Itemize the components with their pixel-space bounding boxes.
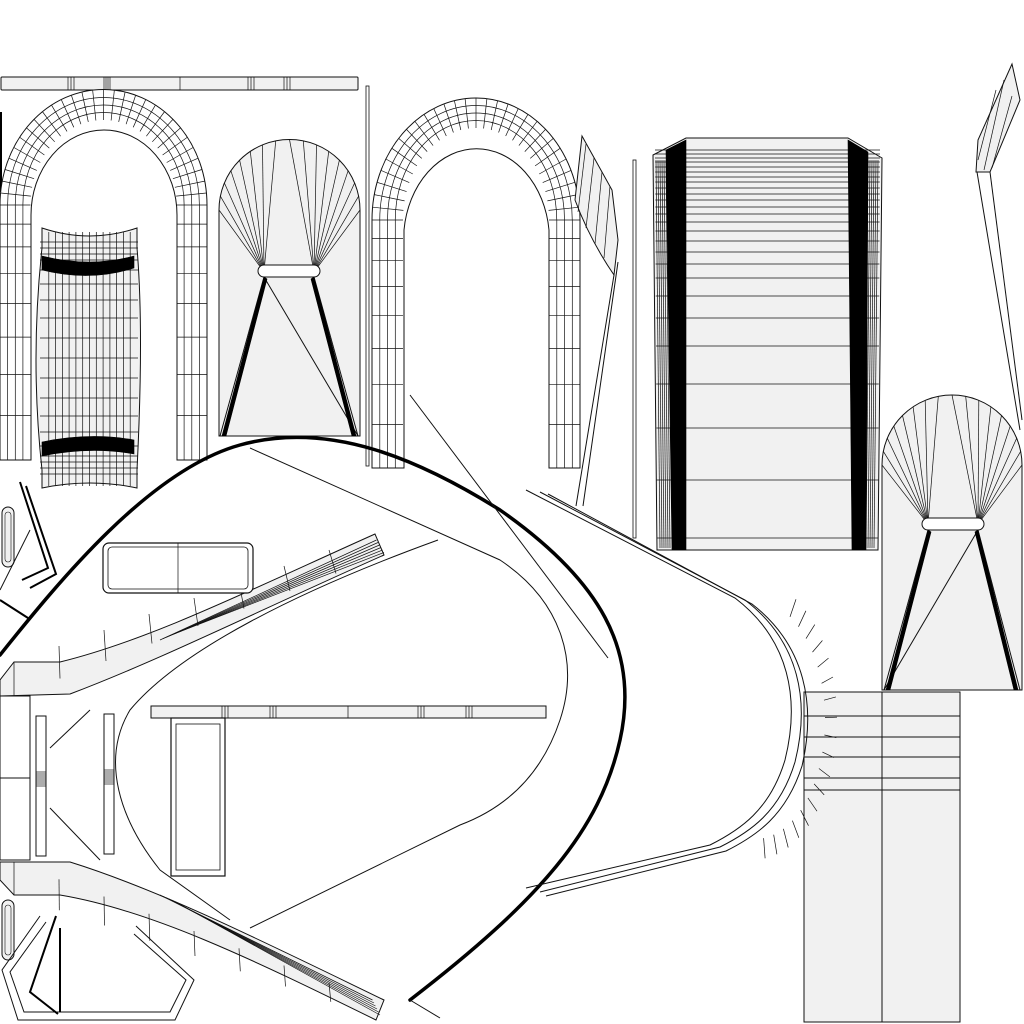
large-loop-shape [0, 394, 627, 1019]
small-capsules [1, 506, 15, 961]
middle-thin-bar [632, 159, 637, 539]
mid-horizontal-strip [150, 705, 547, 719]
right-blade [975, 62, 1023, 431]
left-arch [0, 89, 208, 461]
right-fan-panel [881, 394, 1023, 691]
left-bracket [0, 695, 115, 861]
left-pillow-grid [35, 227, 141, 489]
bottom-left-hexagon [1, 915, 195, 1021]
bottom-right-panel [803, 691, 961, 1023]
long-curved-rail [525, 489, 838, 897]
curved-strip-upper [0, 533, 385, 697]
top-strip-left [0, 76, 359, 91]
middle-arch [371, 97, 581, 469]
right-tapered-panel [652, 137, 883, 551]
middle-blade [574, 134, 619, 507]
left-fan-panel [218, 139, 361, 437]
inner-rect [170, 717, 226, 877]
rounded-rect [102, 542, 254, 594]
left-thin-bar [365, 85, 370, 467]
curved-strip-lower [0, 861, 385, 1021]
left-hooks [0, 481, 58, 619]
left-edge-bar [0, 112, 2, 192]
